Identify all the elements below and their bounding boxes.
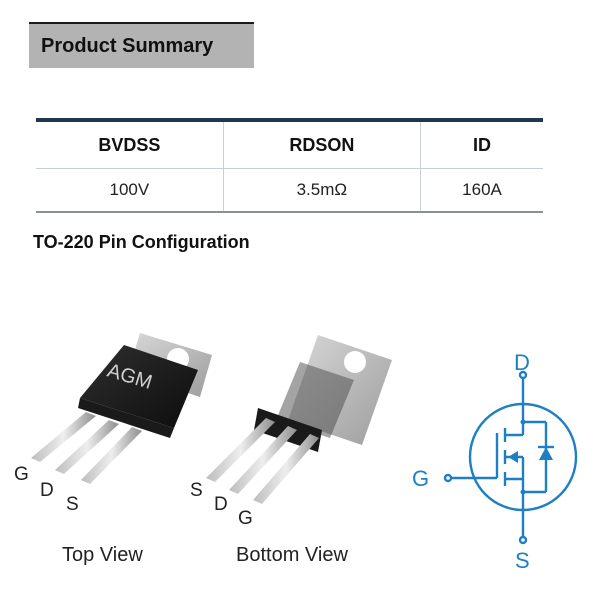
table-row: 100V 3.5mΩ 160A bbox=[36, 168, 543, 213]
bottom-pin-g: G bbox=[238, 508, 253, 529]
top-view-label: Top View bbox=[62, 544, 143, 566]
bottom-pin-s: S bbox=[190, 480, 203, 501]
top-pin-g: G bbox=[14, 464, 29, 485]
table-header-row: BVDSS RDSON ID bbox=[36, 119, 543, 169]
value-id: 160A bbox=[420, 168, 543, 213]
value-bvdss: 100V bbox=[36, 168, 224, 213]
product-summary-heading: Product Summary bbox=[29, 22, 254, 68]
symbol-drain-label: D bbox=[514, 350, 530, 375]
symbol-source-label: S bbox=[515, 548, 530, 573]
header-id: ID bbox=[420, 119, 543, 169]
bottom-pin-d: D bbox=[214, 494, 228, 515]
pin-configuration-title: TO-220 Pin Configuration bbox=[33, 232, 250, 252]
header-bvdss: BVDSS bbox=[36, 119, 224, 169]
product-summary-table: BVDSS RDSON ID 100V 3.5mΩ 160A bbox=[36, 118, 543, 213]
top-pin-s: S bbox=[66, 494, 79, 515]
top-pin-d: D bbox=[40, 480, 54, 501]
header-rdson: RDSON bbox=[222, 119, 422, 169]
symbol-gate-label: G bbox=[412, 466, 429, 491]
bottom-view-label: Bottom View bbox=[236, 544, 348, 566]
